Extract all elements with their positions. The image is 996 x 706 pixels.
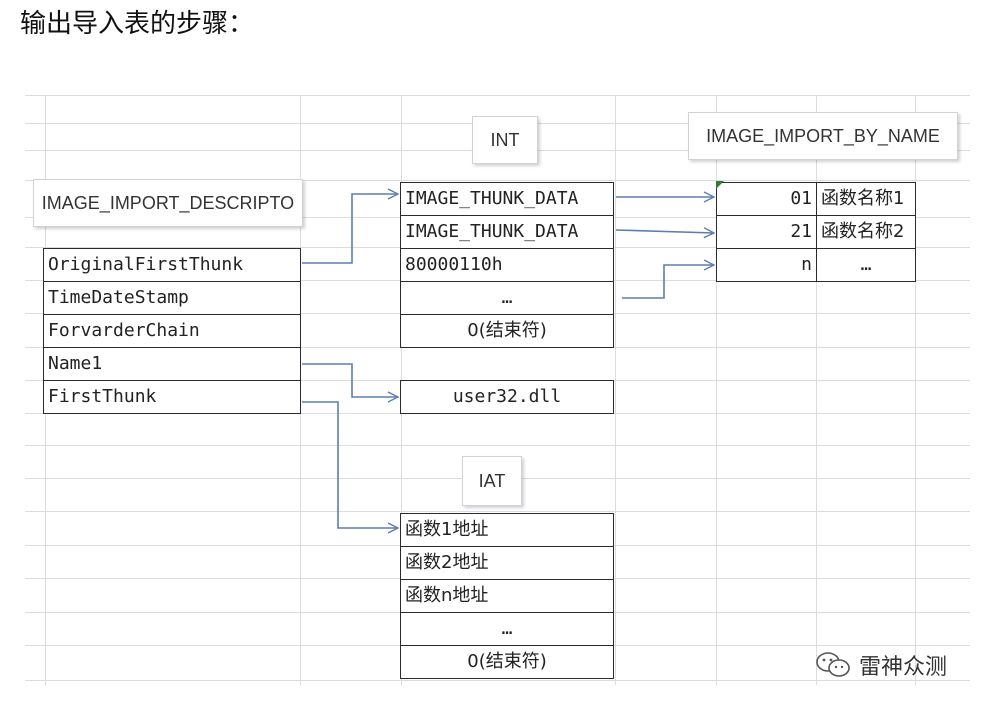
page-heading: 输出导入表的步骤： (20, 9, 255, 39)
grid-col-line (816, 95, 817, 685)
descriptor-field: OriginalFirstThunk (43, 248, 301, 282)
descriptor-field: FirstThunk (43, 380, 301, 414)
grid-row-line (25, 180, 970, 181)
hint-cell: 21 (716, 215, 817, 249)
descriptor-field: TimeDateStamp (43, 281, 301, 315)
image-import-by-name-label: IMAGE_IMPORT_BY_NAME (688, 112, 958, 160)
iat-entry: 函数2地址 (400, 546, 614, 580)
grid-row-line (25, 95, 970, 96)
hint-cell: n (716, 248, 817, 282)
iat-entry: 0(结束符) (400, 645, 614, 679)
arrow-int2-to-name2 (615, 230, 714, 233)
grid-col-line (716, 95, 717, 685)
arrow-name-to-dll (302, 363, 398, 397)
int-entry: IMAGE_THUNK_DATA (400, 182, 614, 216)
dll-name-cell: user32.dll (400, 380, 614, 414)
function-name-cell: … (816, 248, 916, 282)
int-entry: 80000110h (400, 248, 614, 282)
watermark-text: 雷神众测 (859, 655, 948, 680)
int-entry: IMAGE_THUNK_DATA (400, 215, 614, 249)
arrow-firstthunk-to-iat (302, 401, 398, 528)
iat-entry: 函数n地址 (400, 579, 614, 613)
int-entry: 0(结束符) (400, 314, 614, 348)
grid-col-line (915, 95, 916, 685)
grid-row-line (25, 511, 970, 512)
wechat-icon (816, 652, 850, 677)
int-label: INT (472, 116, 538, 164)
descriptor-field: ForvarderChain (43, 314, 301, 348)
grid-col-line (615, 95, 616, 685)
iat-label: IAT (462, 456, 522, 506)
watermark: 雷神众测 (815, 645, 947, 685)
arrow-originalfirstthunk-to-int (302, 194, 398, 264)
arrow-intn-to-namen (622, 265, 714, 299)
image-import-descriptor-label: IMAGE_IMPORT_DESCRIPTO (33, 179, 303, 227)
function-name-cell: 函数名称2 (816, 215, 916, 249)
grid-row-line (25, 445, 970, 446)
cell-marker-icon (716, 181, 724, 189)
iat-entry: … (400, 612, 614, 646)
function-name-cell: 函数名称1 (816, 182, 916, 216)
grid-row-line (25, 680, 970, 681)
